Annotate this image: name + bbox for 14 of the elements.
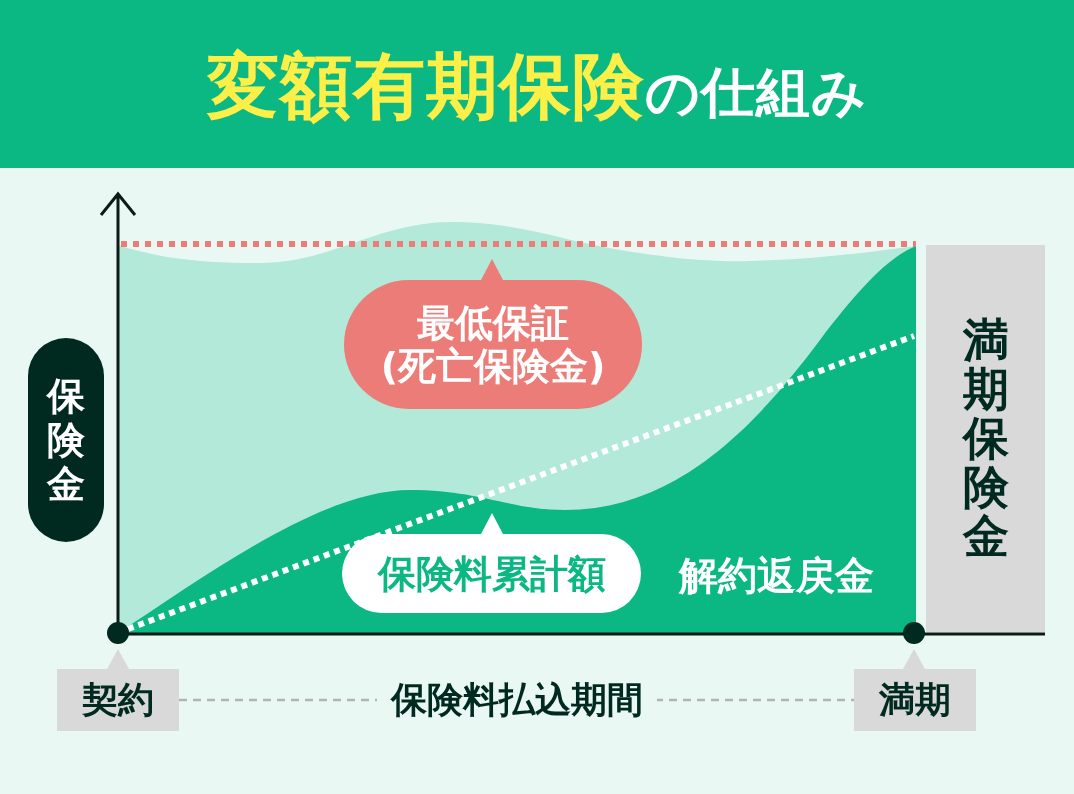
label-panel [926, 245, 1045, 632]
area-label: 解約返戻金 [679, 552, 874, 600]
label-text: 保険料累計額 [377, 550, 606, 597]
callout-tag [57, 649, 179, 731]
speech-bubble [344, 259, 642, 409]
speech-bubble [342, 513, 641, 613]
title: 変額有期保険の仕組み [207, 44, 867, 128]
label-text: 最低保証 [417, 301, 569, 345]
label-text: 保険金 [47, 374, 85, 506]
label-text: (死亡保険金) [380, 344, 606, 388]
label-text: 満期 [879, 678, 951, 722]
callout-tag [854, 649, 976, 731]
label-text: 満期保険金 [962, 316, 1009, 561]
label-text: 契約 [82, 678, 154, 722]
